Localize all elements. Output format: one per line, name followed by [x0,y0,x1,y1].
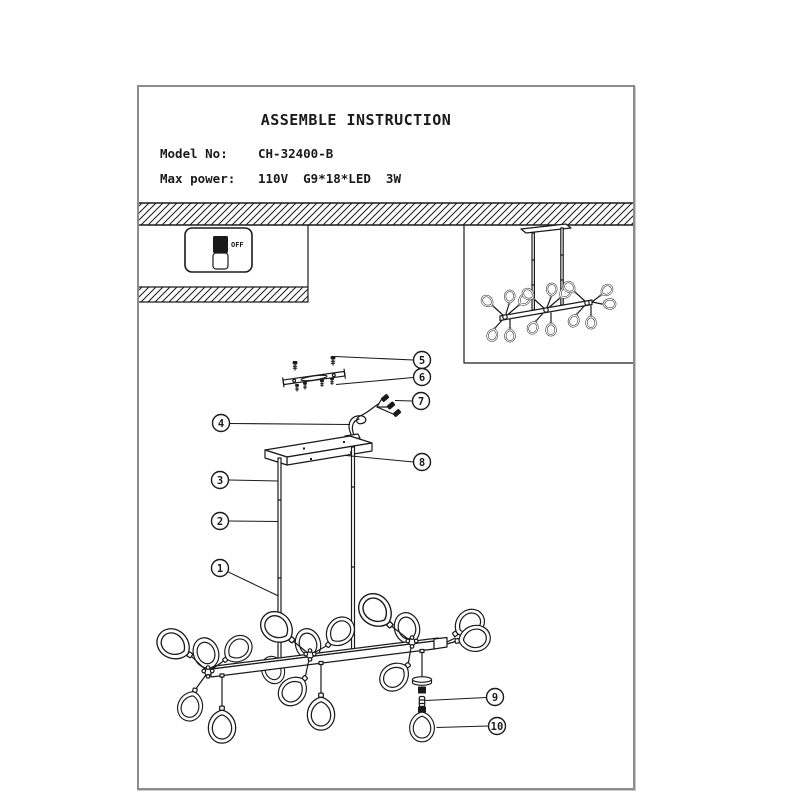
model-no-value: CH-32400-B [258,146,334,161]
canopy-plate [264,435,373,466]
callout-2: 2 [210,511,279,531]
mounting-bracket [282,368,346,392]
max-power-label: Max power: [160,171,236,186]
exploded-pendant [409,648,435,743]
callouts: 1 2 3 4 [210,350,507,736]
svg-text:1: 1 [217,563,223,575]
svg-text:5: 5 [419,355,425,367]
svg-text:10: 10 [491,721,504,733]
callout-4: 4 [211,413,351,433]
assembly-diagram: OFF [139,202,633,744]
mounting-screws-top [292,355,336,371]
max-power-value: 110V G9*18*LED 3W [258,171,401,186]
callout-3: 3 [210,470,279,490]
lamp-socket [418,686,426,694]
callout-10: 10 [436,716,507,736]
svg-text:9: 9 [492,692,498,704]
model-no-label: Model No: [160,146,228,161]
g9-led-bulb [418,695,426,708]
callout-5: 5 [334,350,432,370]
svg-text:7: 7 [418,396,424,408]
svg-text:4: 4 [218,418,224,430]
right-rod [350,446,356,652]
shade-collar [418,706,426,713]
svg-text:3: 3 [217,475,223,487]
inset-chandelier [478,223,617,344]
switch-wall-section: OFF [139,224,309,303]
switch-toggle-icon [212,236,229,270]
instruction-page: ASSEMBLE INSTRUCTION Model No: CH-32400-… [137,85,635,790]
callout-1: 1 [210,558,279,597]
callout-7: 7 [394,391,431,411]
pendant-stems [219,660,324,709]
svg-text:8: 8 [419,457,425,469]
chandelier-bar [210,636,458,678]
callout-9: 9 [425,687,505,707]
assembled-view-inset [463,223,633,364]
wire-connectors [376,394,402,417]
callout-8: 8 [345,452,432,472]
power-switch-box: OFF [184,227,253,273]
ceiling-hatch-bar [139,202,633,226]
svg-text:2: 2 [217,516,223,528]
page-title: ASSEMBLE INSTRUCTION [260,111,452,129]
glass-shade-exploded [409,707,435,743]
hanging-wire-loop [344,402,380,441]
callout-6: 6 [335,367,432,387]
bobeche-disc [411,676,433,686]
switch-off-label: OFF [231,241,244,249]
svg-text:6: 6 [419,372,425,384]
